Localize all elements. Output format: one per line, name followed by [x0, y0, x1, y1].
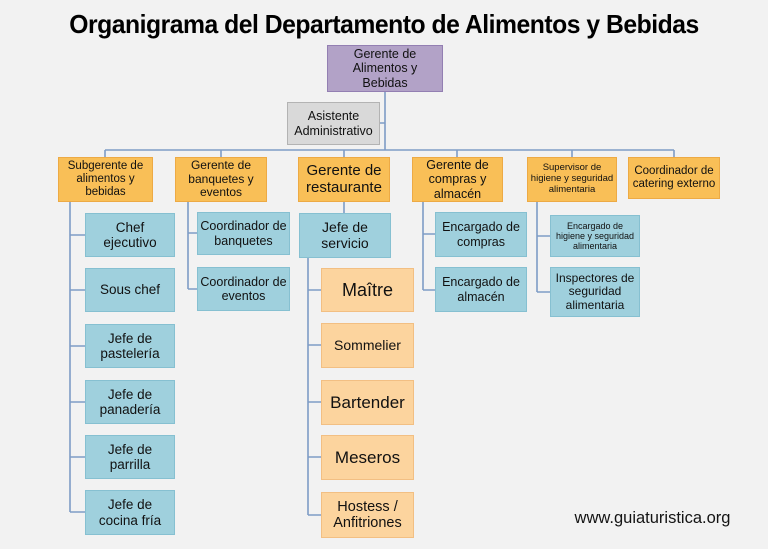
- node-gerente-banquetes-y-eventos: Gerente de banquetes y eventos: [175, 157, 267, 202]
- node-maitre: Maître: [321, 268, 414, 312]
- node-supervisor-higiene-seguridad: Supervisor de higiene y seguridad alimen…: [527, 157, 617, 202]
- node-gerente-alimentos-y-bebidas: Gerente de Alimentos y Bebidas: [327, 45, 443, 92]
- node-gerente-restaurante: Gerente de restaurante: [298, 157, 390, 202]
- node-gerente-compras-y-almacen: Gerente de compras y almacén: [412, 157, 503, 202]
- node-bartender: Bartender: [321, 380, 414, 425]
- node-sommelier: Sommelier: [321, 323, 414, 368]
- node-subgerente-alimentos-y-bebidas: Subgerente de alimentos y bebidas: [58, 157, 153, 202]
- node-encargado-higiene-seguridad: Encargado de higiene y seguridad aliment…: [550, 215, 640, 257]
- node-coordinador-de-eventos: Coordinador de eventos: [197, 267, 290, 311]
- diagram-title: Organigrama del Departamento de Alimento…: [69, 9, 699, 39]
- node-jefe-de-servicio: Jefe de servicio: [299, 213, 391, 258]
- node-meseros: Meseros: [321, 435, 414, 480]
- node-sous-chef: Sous chef: [85, 268, 175, 312]
- node-coordinador-de-banquetes: Coordinador de banquetes: [197, 212, 290, 255]
- node-chef-ejecutivo: Chef ejecutivo: [85, 213, 175, 257]
- node-encargado-de-almacen: Encargado de almacén: [435, 267, 527, 312]
- node-asistente-administrativo: Asistente Administrativo: [287, 102, 380, 145]
- node-encargado-de-compras: Encargado de compras: [435, 212, 527, 257]
- website-text: www.guiaturistica.org: [574, 509, 731, 527]
- node-jefe-de-pasteleria: Jefe de pastelería: [85, 324, 175, 368]
- node-coordinador-catering-externo: Coordinador de catering externo: [628, 157, 720, 199]
- node-hostess-anfitriones: Hostess / Anfitriones: [321, 492, 414, 538]
- node-jefe-de-panaderia: Jefe de panadería: [85, 380, 175, 424]
- node-jefe-de-parrilla: Jefe de parrilla: [85, 435, 175, 479]
- node-jefe-de-cocina-fria: Jefe de cocina fría: [85, 490, 175, 535]
- node-inspectores-seguridad: Inspectores de seguridad alimentaria: [550, 267, 640, 317]
